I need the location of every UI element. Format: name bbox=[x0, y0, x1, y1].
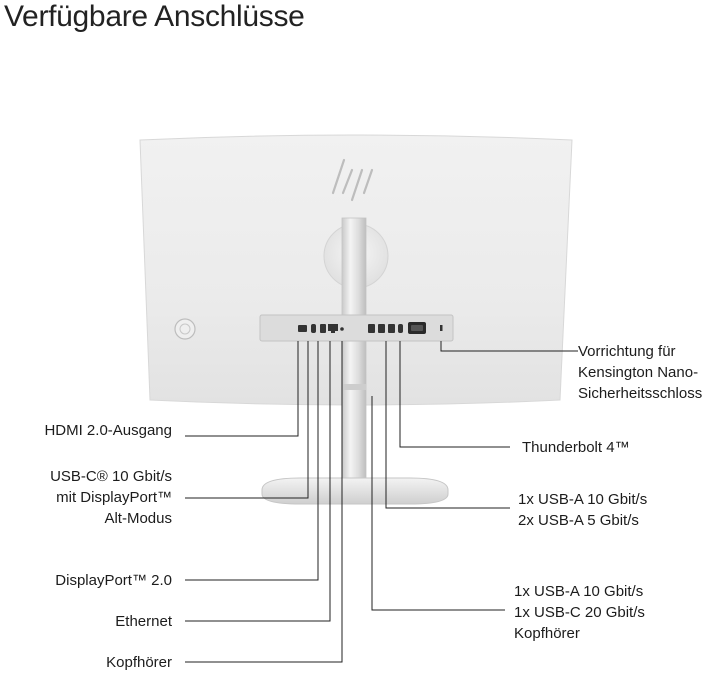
stand-neck bbox=[341, 217, 367, 499]
power-button bbox=[174, 318, 196, 340]
label-ethernet: Ethernet bbox=[115, 613, 172, 630]
kensington-slot bbox=[440, 325, 443, 331]
label-hdmi: HDMI 2.0-Ausgang bbox=[44, 422, 172, 439]
label-side-group: 1x USB-A 10 Gbit/s 1x USB-C 20 Gbit/s Ko… bbox=[514, 583, 645, 642]
hdmi-port bbox=[298, 325, 307, 332]
usbc-port bbox=[311, 324, 316, 333]
thunderbolt-port bbox=[398, 324, 403, 333]
displayport-port bbox=[320, 324, 326, 333]
leader-lines bbox=[185, 341, 578, 663]
label-thunderbolt: Thunderbolt 4™ bbox=[522, 439, 630, 456]
ethernet-port bbox=[328, 324, 338, 333]
usba-port-3 bbox=[388, 324, 395, 333]
port-panel bbox=[259, 314, 454, 342]
usba-port-2 bbox=[378, 324, 385, 333]
label-usbc: USB-C® 10 Gbit/s mit DisplayPort™ Alt-Mo… bbox=[50, 468, 172, 527]
hp-logo-icon bbox=[331, 158, 374, 202]
label-headphone: Kopfhörer bbox=[106, 654, 172, 671]
page-title: Verfügbare Anschlüsse bbox=[4, 0, 305, 33]
stand-base bbox=[261, 477, 449, 505]
label-displayport: DisplayPort™ 2.0 bbox=[55, 572, 172, 589]
usba-port-1 bbox=[368, 324, 375, 333]
label-usba-group: 1x USB-A 10 Gbit/s 2x USB-A 5 Gbit/s bbox=[518, 491, 648, 529]
label-kensington: Vorrichtung für Kensington Nano- Sicherh… bbox=[578, 343, 703, 402]
headphone-jack bbox=[340, 327, 344, 331]
